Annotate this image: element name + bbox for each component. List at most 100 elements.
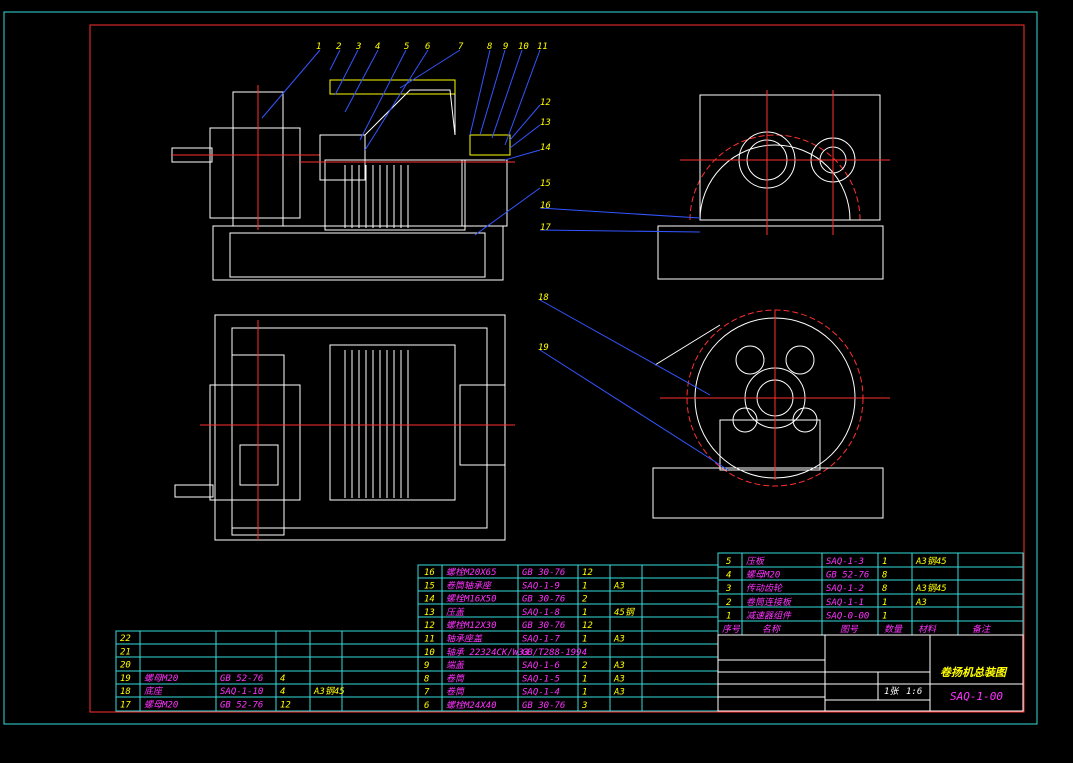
balloon: 15 <box>540 179 551 189</box>
part-qty: 1 <box>582 581 587 591</box>
balloon: 5 <box>404 42 409 52</box>
part-no: 2 <box>726 598 731 608</box>
balloon: 4 <box>375 42 380 52</box>
part-mat: A3 <box>915 598 927 608</box>
part-name: 轴承 22324CK/W33 <box>446 647 529 658</box>
part-no: 21 <box>120 647 131 657</box>
part-no: 11 <box>424 635 435 645</box>
parts-list-middle <box>417 564 719 712</box>
part-no: 13 <box>424 608 435 618</box>
balloon: 18 <box>538 293 549 303</box>
header-std: 图号 <box>840 624 859 635</box>
part-name: 端盖 <box>446 660 465 671</box>
part-std: SAQ-1-8 <box>522 608 560 618</box>
balloon: 12 <box>540 98 551 108</box>
balloon: 14 <box>540 143 551 153</box>
part-std: SAQ-1-7 <box>522 635 561 645</box>
part-mat: A3钢45 <box>915 556 947 567</box>
part-no: 9 <box>424 661 429 671</box>
part-qty: 1 <box>882 611 887 621</box>
part-no: 10 <box>424 648 435 658</box>
balloon: 17 <box>540 223 551 233</box>
part-no: 1 <box>726 611 731 621</box>
part-qty: 4 <box>280 674 285 684</box>
balloon: 9 <box>503 42 508 52</box>
part-no: 18 <box>120 687 131 697</box>
balloon: 10 <box>518 42 529 52</box>
part-no: 19 <box>120 674 131 684</box>
balloon: 11 <box>537 42 548 52</box>
part-std: SAQ-1-6 <box>522 661 560 671</box>
part-std: GB 52-76 <box>220 701 263 711</box>
part-qty: 1 <box>882 557 887 567</box>
balloon: 3 <box>355 42 361 52</box>
part-name: 卷筒 <box>446 687 466 698</box>
part-std: SAQ-1-10 <box>220 687 263 697</box>
part-qty: 1 <box>582 635 587 645</box>
part-std: SAQ-1-3 <box>826 557 864 567</box>
balloon: 13 <box>540 118 551 128</box>
part-qty: 1 <box>582 608 587 618</box>
side-view <box>657 90 890 280</box>
header-mat: 材料 <box>918 624 937 635</box>
part-no: 14 <box>424 595 435 605</box>
drawing-title: 卷扬机总装图 <box>940 666 1008 679</box>
part-qty: 1 <box>582 688 587 698</box>
part-qty: 8 <box>882 584 887 594</box>
part-qty: 1 <box>582 674 587 684</box>
part-qty: 8 <box>882 571 887 581</box>
part-std: GB 52-76 <box>220 674 263 684</box>
part-no: 3 <box>725 584 731 594</box>
balloon: 6 <box>425 42 430 52</box>
part-name: 螺栓M20X65 <box>446 567 497 578</box>
part-name: 卷筒轴承座 <box>446 580 493 591</box>
balloon: 16 <box>540 201 551 211</box>
parts-header: 序号 名称 图号 数量 材料 备注 <box>722 624 991 635</box>
part-no: 22 <box>120 634 131 644</box>
part-qty: 12 <box>582 621 593 631</box>
parts-list-right <box>717 552 1024 636</box>
part-no: 15 <box>424 581 435 591</box>
part-qty: 3 <box>581 701 587 711</box>
part-std: GB 52-76 <box>826 571 869 581</box>
top-view <box>174 314 515 541</box>
part-std: SAQ-1-4 <box>522 688 560 698</box>
part-qty: 2 <box>582 661 587 671</box>
part-no: 4 <box>726 571 731 581</box>
part-no: 6 <box>424 701 429 711</box>
part-qty: 12 <box>582 568 593 578</box>
part-qty: 2 <box>582 595 587 605</box>
part-no: 20 <box>120 661 131 671</box>
bottom-side-view <box>652 309 890 519</box>
balloon: 19 <box>538 343 549 353</box>
part-mat: A3 <box>613 661 625 671</box>
part-name: 轴承座盖 <box>446 634 483 645</box>
balloon: 2 <box>336 42 341 52</box>
part-std: SAQ-1-2 <box>826 584 864 594</box>
part-std: SAQ-1-9 <box>522 581 560 591</box>
balloon-numbers: 1 2 3 4 5 6 7 8 9 10 11 12 13 14 15 16 1… <box>316 42 551 353</box>
part-no: 17 <box>120 701 131 711</box>
parts-list-left <box>115 630 419 712</box>
part-name: 卷筒 <box>446 673 466 684</box>
part-name: 螺栓M12X30 <box>446 620 497 631</box>
part-std: GB 30-76 <box>522 701 565 711</box>
part-name: 压板 <box>746 556 766 567</box>
part-name: 螺栓M24X40 <box>446 700 497 711</box>
outer-border <box>3 11 1038 725</box>
part-mat: A3 <box>613 581 625 591</box>
leader-lines <box>261 49 729 471</box>
part-name: 传动齿轮 <box>746 583 783 594</box>
title-block <box>717 634 1024 712</box>
part-mat: A3 <box>613 674 625 684</box>
part-name: 卷筒连接板 <box>746 597 793 608</box>
part-mat: 45钢 <box>614 607 636 618</box>
part-mat: A3 <box>613 688 625 698</box>
header-note: 备注 <box>972 624 991 635</box>
part-mat: A3钢45 <box>313 686 345 697</box>
header-no: 序号 <box>722 624 741 635</box>
part-std: GB 30-76 <box>522 595 565 605</box>
